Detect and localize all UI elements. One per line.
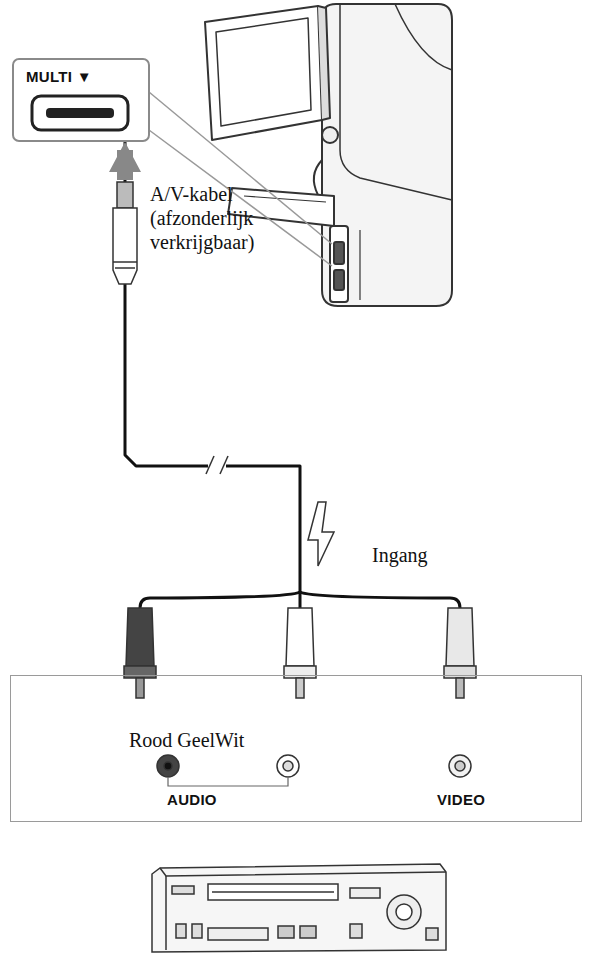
rca-jacks — [157, 755, 471, 786]
input-panel: Rood GeelWitAUDIO VIDEO — [10, 675, 582, 822]
av-plug — [113, 182, 137, 284]
multi-port-icon — [32, 96, 128, 130]
cable-break — [206, 456, 228, 474]
insert-arrow-shaft — [117, 150, 133, 180]
camcorder — [205, 4, 452, 306]
rca-plugs — [124, 608, 476, 698]
jack-group-name: AUDIO — [167, 791, 217, 808]
leader-lines — [149, 92, 332, 266]
signal-direction-label: Ingang — [372, 543, 428, 567]
video-recorder — [152, 864, 446, 952]
port-callout-box: MULTI ▼ — [12, 58, 150, 142]
signal-flow-arrow — [308, 502, 334, 566]
cable-label: A/V-kabel (afzonderlijk verkrijgbaar) — [150, 182, 320, 254]
port-name: MULTI ▼ — [26, 68, 92, 85]
color-labels: Rood GeelWit — [129, 728, 244, 752]
cable-branches — [140, 592, 460, 608]
jack-group-name: VIDEO — [437, 791, 485, 808]
